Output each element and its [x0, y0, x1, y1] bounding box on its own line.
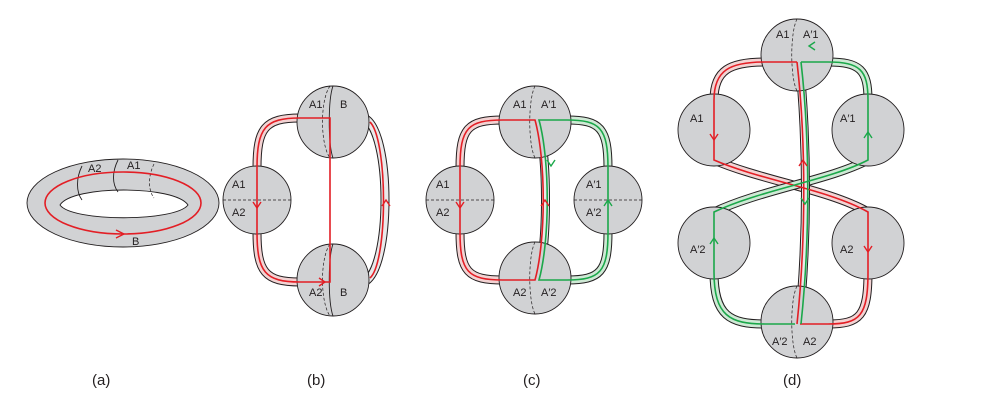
meridian-b-top-dash: [322, 85, 331, 159]
label-c-3: A2: [436, 207, 449, 219]
label-b-4: A2: [309, 287, 322, 299]
red-curve-d-left: [713, 100, 869, 325]
meridian-c-top: [529, 85, 536, 159]
red-arrow-c-mid: [540, 198, 550, 207]
tube-d-bl: [709, 271, 766, 329]
label-b-0: A1: [309, 99, 322, 111]
ball-d-top: [760, 18, 834, 92]
red-curve-c: [459, 119, 545, 281]
panel-c: A1 A′1 A1 A2 A′1 A′2 A2 A′2: [425, 85, 643, 315]
green-arrow-d-2: [709, 236, 719, 245]
label-b-2: A1: [232, 179, 245, 191]
red-arrow-b-right: [381, 198, 391, 207]
red-curve-d-top: [713, 61, 797, 101]
red-arrow-b: [115, 229, 126, 239]
caption-d: (d): [783, 372, 801, 389]
label-b-1: B: [340, 99, 347, 111]
label-d-1: A′1: [803, 29, 819, 41]
red-arrow-d-3: [798, 158, 808, 167]
red-curve-b-right: [369, 121, 385, 279]
panel-d: A1 A′1 A1 A′1 A′2 A2 A′2 A2: [677, 18, 905, 359]
green-arrow-d-3: [800, 197, 810, 206]
label-d-6: A′2: [772, 336, 788, 348]
label-c-0: A1: [513, 99, 526, 111]
caption-b: (b): [307, 372, 325, 389]
green-curve-c: [537, 119, 609, 281]
green-arrow-d-1: [863, 130, 873, 139]
meridian-c-bottom: [529, 241, 536, 315]
meridian-d-top: [791, 18, 798, 92]
label-c-1: A′1: [541, 99, 557, 111]
panel-a-torus: A2 A1 B: [26, 158, 220, 248]
label-b-5: B: [340, 287, 347, 299]
label-d-5: A2: [840, 244, 853, 256]
green-curve-d-mid: [800, 61, 809, 325]
label-a-1: A1: [127, 160, 140, 172]
torus-meridian-a2-right: [113, 159, 119, 193]
torus-hole: [59, 189, 189, 219]
label-a-2: B: [132, 236, 139, 248]
green-curve-d-top: [713, 61, 869, 325]
label-c-4: A′1: [586, 179, 602, 191]
red-curve-d-mid: [796, 61, 805, 325]
green-arrow-c-right: [603, 198, 613, 207]
label-a-0: A2: [88, 163, 101, 175]
label-d-4: A′2: [690, 244, 706, 256]
red-arrow-d-2: [863, 245, 873, 254]
label-d-3: A′1: [840, 113, 856, 125]
green-arrow-d-4: [807, 41, 816, 51]
label-b-3: A2: [232, 207, 245, 219]
panel-b: A1 B A1 A2 A2 B: [222, 85, 391, 317]
caption-c: (c): [523, 372, 541, 389]
red-arrow-b-bottom: [318, 277, 327, 287]
label-c-5: A′2: [586, 207, 602, 219]
label-d-7: A2: [803, 336, 816, 348]
torus-meridian-a2-left: [77, 165, 83, 201]
label-d-2: A1: [690, 113, 703, 125]
ball-b-top: [296, 85, 370, 159]
green-arrow-c-top: [546, 159, 556, 168]
tube-b-right-inner: [361, 114, 389, 286]
label-d-0: A1: [776, 29, 789, 41]
red-arrow-b-left: [252, 201, 262, 210]
label-c-6: A2: [513, 287, 526, 299]
ball-b-bottom: [296, 243, 370, 317]
label-c-2: A1: [436, 179, 449, 191]
meridian-d-bottom: [791, 285, 798, 359]
caption-a: (a): [92, 372, 110, 389]
label-c-7: A′2: [541, 287, 557, 299]
red-curve-b-loop: [256, 117, 331, 283]
red-arrow-d-1: [709, 133, 719, 142]
red-arrow-c-left: [455, 201, 465, 210]
torus-meridian-a1: [149, 163, 155, 199]
